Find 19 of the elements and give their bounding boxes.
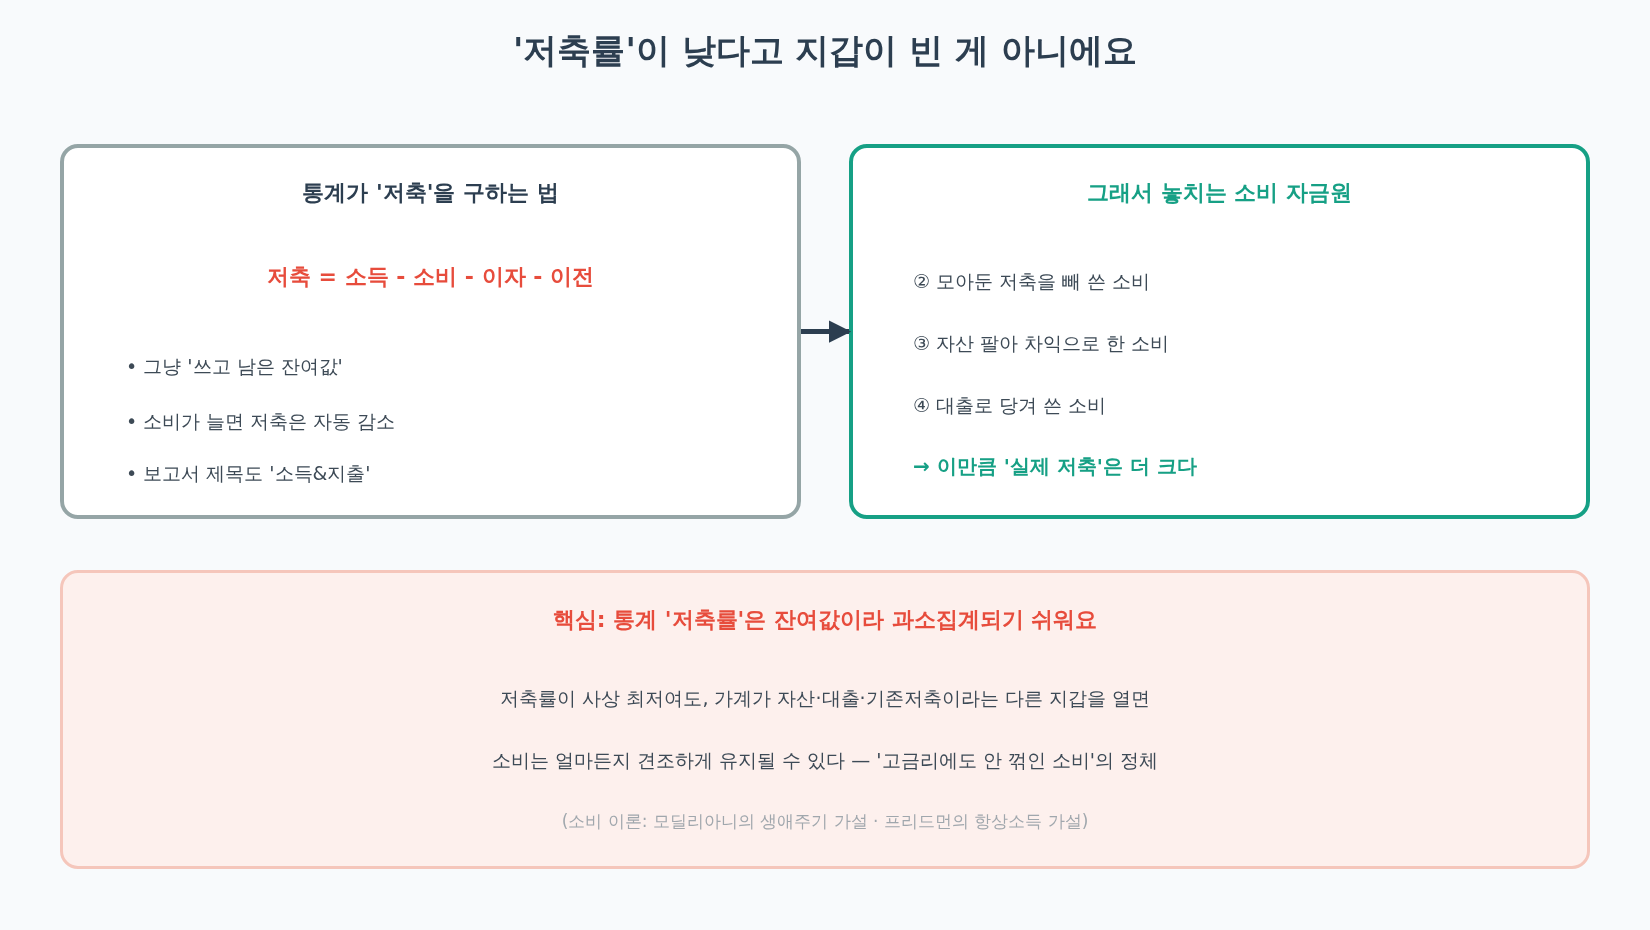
body-text: • 그냥 '쓰고 남은 잔여값'	[126, 354, 343, 379]
arrow	[801, 320, 852, 343]
body-text: ② 모아둔 저축을 빼 쓴 소비	[913, 269, 1151, 294]
body-text: ③ 자산 팔아 차익으로 한 소비	[913, 331, 1170, 356]
conclusion-text: → 이만큼 '실제 저축'은 더 크다	[913, 453, 1197, 480]
body-text: • 소비가 늘면 저축은 자동 감소	[126, 409, 396, 434]
definition-card	[60, 144, 801, 519]
card-heading: 통계가 '저축'을 구하는 법	[301, 179, 560, 207]
funding-card	[849, 144, 1590, 519]
body-text: ④ 대출로 당겨 쓴 소비	[913, 393, 1107, 418]
body-text: 소비는 얼마든지 견조하게 유지될 수 있다 — '고금리에도 안 꺾인 소비'의 정체	[491, 748, 1159, 773]
body-text: • 보고서 제목도 '소득&지출'	[126, 461, 371, 486]
panel-heading: 핵심: 통계 '저축률'은 잔여값이라 과소집계되기 쉬워요	[551, 606, 1099, 634]
title: '저축률'이 낮다고 지갑이 빈 게 아니에요	[512, 29, 1138, 72]
formula-text: 저축 = 소득 - 소비 - 이자 - 이전	[265, 263, 596, 291]
body-text: 저축률이 사상 최저여도, 가계가 자산·대출·기존저축이라는 다른 지갑을 열면	[499, 686, 1151, 711]
note-text: (소비 이론: 모딜리아니의 생애주기 가설 · 프리드먼의 항상소득 가설)	[560, 810, 1090, 833]
card-heading: 그래서 놓치는 소비 자금원	[1086, 179, 1353, 207]
key-point-panel	[60, 570, 1590, 869]
